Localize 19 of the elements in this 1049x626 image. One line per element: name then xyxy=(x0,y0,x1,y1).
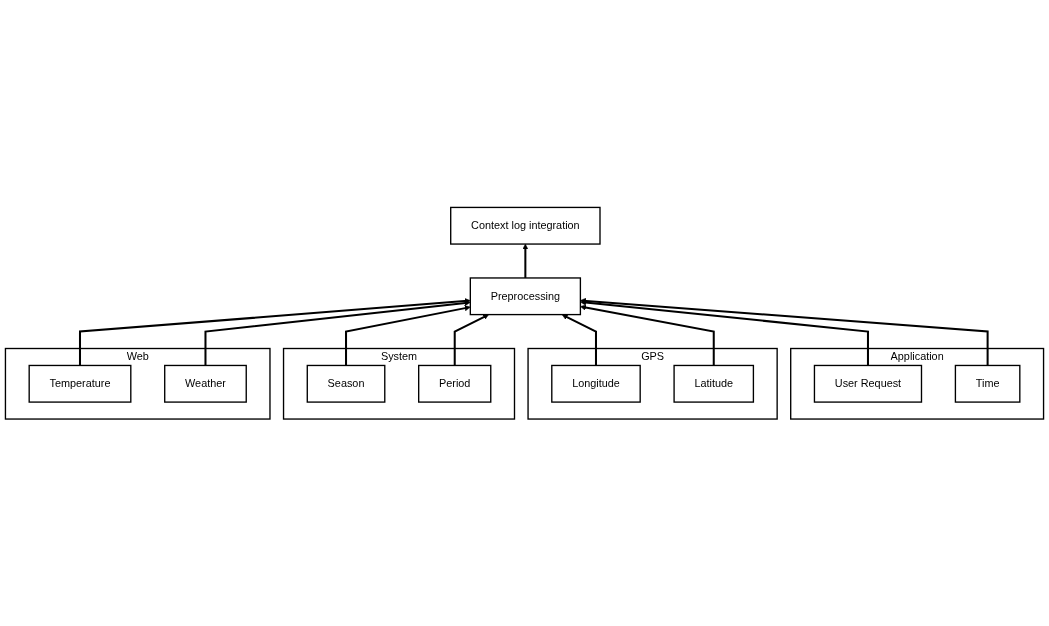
arrow xyxy=(561,314,597,366)
arrow xyxy=(522,243,529,278)
node-box: Season xyxy=(306,364,386,403)
arrow xyxy=(580,304,715,366)
node-box: Context log integration xyxy=(450,206,601,245)
node-box: User Request xyxy=(813,364,923,403)
node-box: Preprocessing xyxy=(469,277,582,316)
arrow xyxy=(580,299,869,366)
arrow xyxy=(453,314,489,366)
arrow xyxy=(580,297,989,366)
arrow xyxy=(78,297,471,366)
arrow xyxy=(345,305,471,366)
node-box: Longitude xyxy=(551,364,641,403)
arrow xyxy=(204,299,471,366)
node-box: Period xyxy=(418,364,492,403)
node-box: Time xyxy=(954,364,1021,403)
node-box: Weather xyxy=(164,364,247,403)
node-box: Temperature xyxy=(28,364,132,403)
node-box: Latitude xyxy=(673,364,755,403)
